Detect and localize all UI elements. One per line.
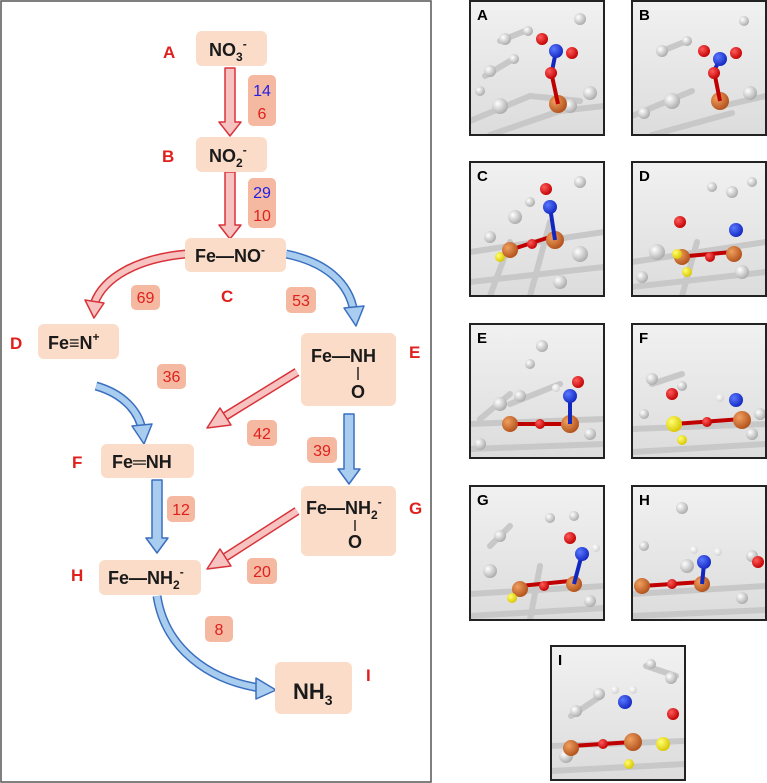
badge-d-f: 36 — [157, 364, 186, 389]
structure-panel-i: I — [550, 645, 686, 781]
svg-text:Fe≡N+: Fe≡N+ — [48, 330, 100, 353]
svg-text:Fe—NH2-: Fe—NH2- — [108, 565, 184, 592]
node-d-letter: D — [10, 334, 22, 353]
structure-panel-e: E — [469, 323, 605, 459]
svg-text:A: A — [477, 7, 488, 24]
svg-text:42: 42 — [253, 426, 271, 443]
structure-panel-d: D — [631, 161, 767, 297]
node-b: NO2- — [196, 137, 267, 172]
svg-text:12: 12 — [172, 502, 190, 519]
svg-text:H: H — [639, 492, 650, 509]
badge-a-b: 14 6 — [248, 75, 276, 126]
svg-text:Fe—NO-: Fe—NO- — [195, 243, 265, 266]
node-a-letter: A — [163, 43, 175, 62]
svg-text:D: D — [639, 168, 650, 185]
node-e-letter: E — [409, 343, 420, 362]
badge-h-i: 8 — [205, 616, 233, 642]
arrow-f-to-h — [145, 479, 169, 554]
structure-panel-b: B — [631, 0, 767, 136]
svg-text:NO3-: NO3- — [209, 37, 247, 64]
node-f: Fe═NH — [101, 444, 194, 478]
node-e: Fe—NH O — [301, 333, 396, 406]
svg-text:29: 29 — [253, 185, 271, 202]
badge-e-f: 42 — [247, 420, 277, 446]
svg-text:G: G — [477, 492, 489, 509]
svg-text:B: B — [639, 7, 650, 24]
svg-text:Fe—NH2-: Fe—NH2- — [306, 495, 382, 522]
svg-text:69: 69 — [137, 290, 155, 307]
svg-text:I: I — [558, 652, 562, 669]
svg-text:14: 14 — [253, 83, 271, 100]
structure-panel-h: H — [631, 485, 767, 621]
node-i: NH3 — [275, 662, 352, 714]
structure-panel-g: G — [469, 485, 605, 621]
structure-panel-a: A — [469, 0, 605, 136]
node-c: Fe—NO- — [185, 238, 286, 272]
svg-text:O: O — [351, 382, 365, 402]
arrow-e-to-g — [337, 413, 361, 485]
node-h: Fe—NH2- — [99, 560, 201, 595]
node-g: Fe—NH2- O — [301, 486, 396, 556]
node-c-letter: C — [221, 287, 233, 306]
svg-text:F: F — [639, 330, 648, 347]
svg-text:NO2-: NO2- — [209, 143, 247, 170]
structure-panel-c: C — [469, 161, 605, 297]
svg-text:39: 39 — [313, 443, 331, 460]
svg-text:E: E — [477, 330, 487, 347]
svg-text:53: 53 — [292, 293, 310, 310]
node-i-letter: I — [366, 666, 371, 685]
svg-text:6: 6 — [258, 106, 267, 123]
node-h-letter: H — [71, 566, 83, 585]
structure-panel-f: F — [631, 323, 767, 459]
svg-text:20: 20 — [253, 564, 271, 581]
badge-c-d: 69 — [131, 285, 160, 310]
badge-f-h: 12 — [167, 496, 195, 522]
node-b-letter: B — [162, 147, 174, 166]
node-g-letter: G — [409, 499, 422, 518]
svg-text:O: O — [348, 532, 362, 552]
node-a: NO3- — [196, 31, 267, 66]
svg-text:36: 36 — [163, 369, 181, 386]
svg-text:C: C — [477, 168, 488, 185]
svg-text:Fe═NH: Fe═NH — [112, 452, 172, 472]
svg-text:Fe—NH: Fe—NH — [311, 346, 376, 366]
node-f-letter: F — [72, 453, 82, 472]
badge-e-g: 39 — [307, 437, 337, 463]
badge-b-c: 29 10 — [248, 178, 276, 228]
svg-text:8: 8 — [215, 622, 224, 639]
node-d: Fe≡N+ — [38, 324, 119, 359]
arrow-a-to-b — [218, 67, 242, 137]
svg-text:10: 10 — [253, 208, 271, 225]
badge-c-e: 53 — [286, 287, 316, 313]
badge-g-h: 20 — [247, 558, 277, 584]
arrow-b-to-c — [218, 171, 242, 240]
svg-text:NH3: NH3 — [293, 679, 333, 708]
